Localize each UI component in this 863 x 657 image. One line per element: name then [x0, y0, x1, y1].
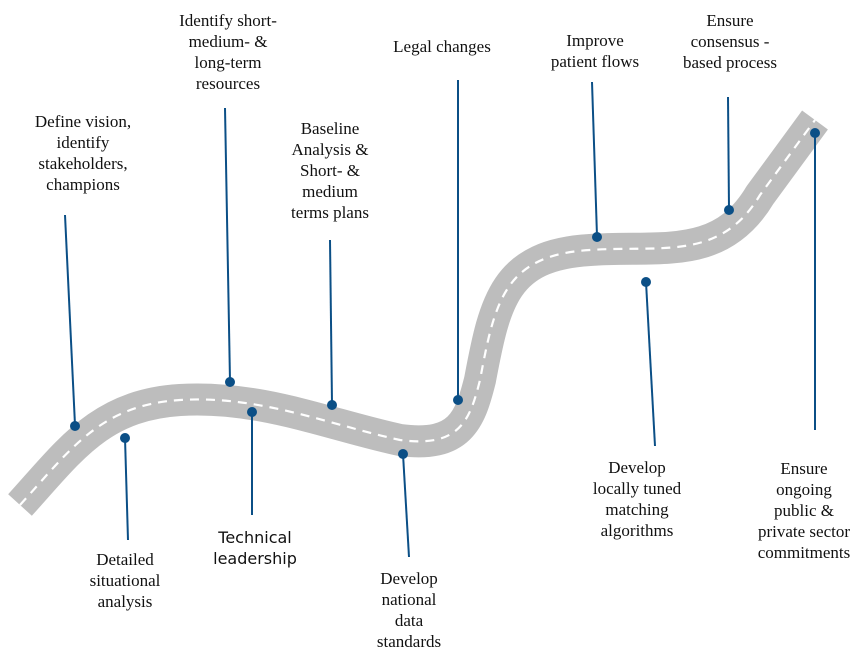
milestone-identify-resources: Identify short- medium- & long-term reso…: [179, 11, 277, 93]
milestone-define-vision: Define vision, identify stakeholders, ch…: [34, 112, 132, 194]
road-lane-marking: [19, 119, 816, 506]
milestone-national-data-standards: Develop national data standards: [376, 569, 442, 651]
pin-baseline-analysis: [327, 239, 337, 410]
milestone-legal-changes: Legal changes: [393, 37, 491, 56]
pin-define-vision: [64, 214, 80, 431]
milestone-ongoing-commitments: Ensure ongoing public & private sector c…: [757, 459, 851, 562]
milestone-ensure-consensus: Ensure consensus - based process: [683, 11, 777, 72]
pin-matching-algorithms: [641, 277, 656, 447]
pin-ongoing-commitments: [810, 128, 820, 430]
milestone-baseline-analysis: Baseline Analysis & Short- & medium term…: [291, 119, 369, 222]
milestone-technical-leadership: Technical leadership: [213, 528, 297, 568]
pin-technical-leadership: [247, 407, 257, 515]
pin-identify-resources: [224, 107, 235, 387]
milestone-matching-algorithms: Develop locally tuned matching algorithm…: [592, 458, 682, 540]
pin-detailed-situational: [120, 433, 130, 541]
pin-ensure-consensus: [724, 96, 734, 215]
milestone-detailed-situational: Detailed situational analysis: [89, 550, 161, 611]
pin-improve-patient-flows: [591, 81, 602, 242]
pin-national-data-standards: [398, 449, 410, 558]
milestone-improve-patient-flows: Improve patient flows: [550, 31, 640, 71]
pin-legal-changes: [453, 80, 463, 405]
